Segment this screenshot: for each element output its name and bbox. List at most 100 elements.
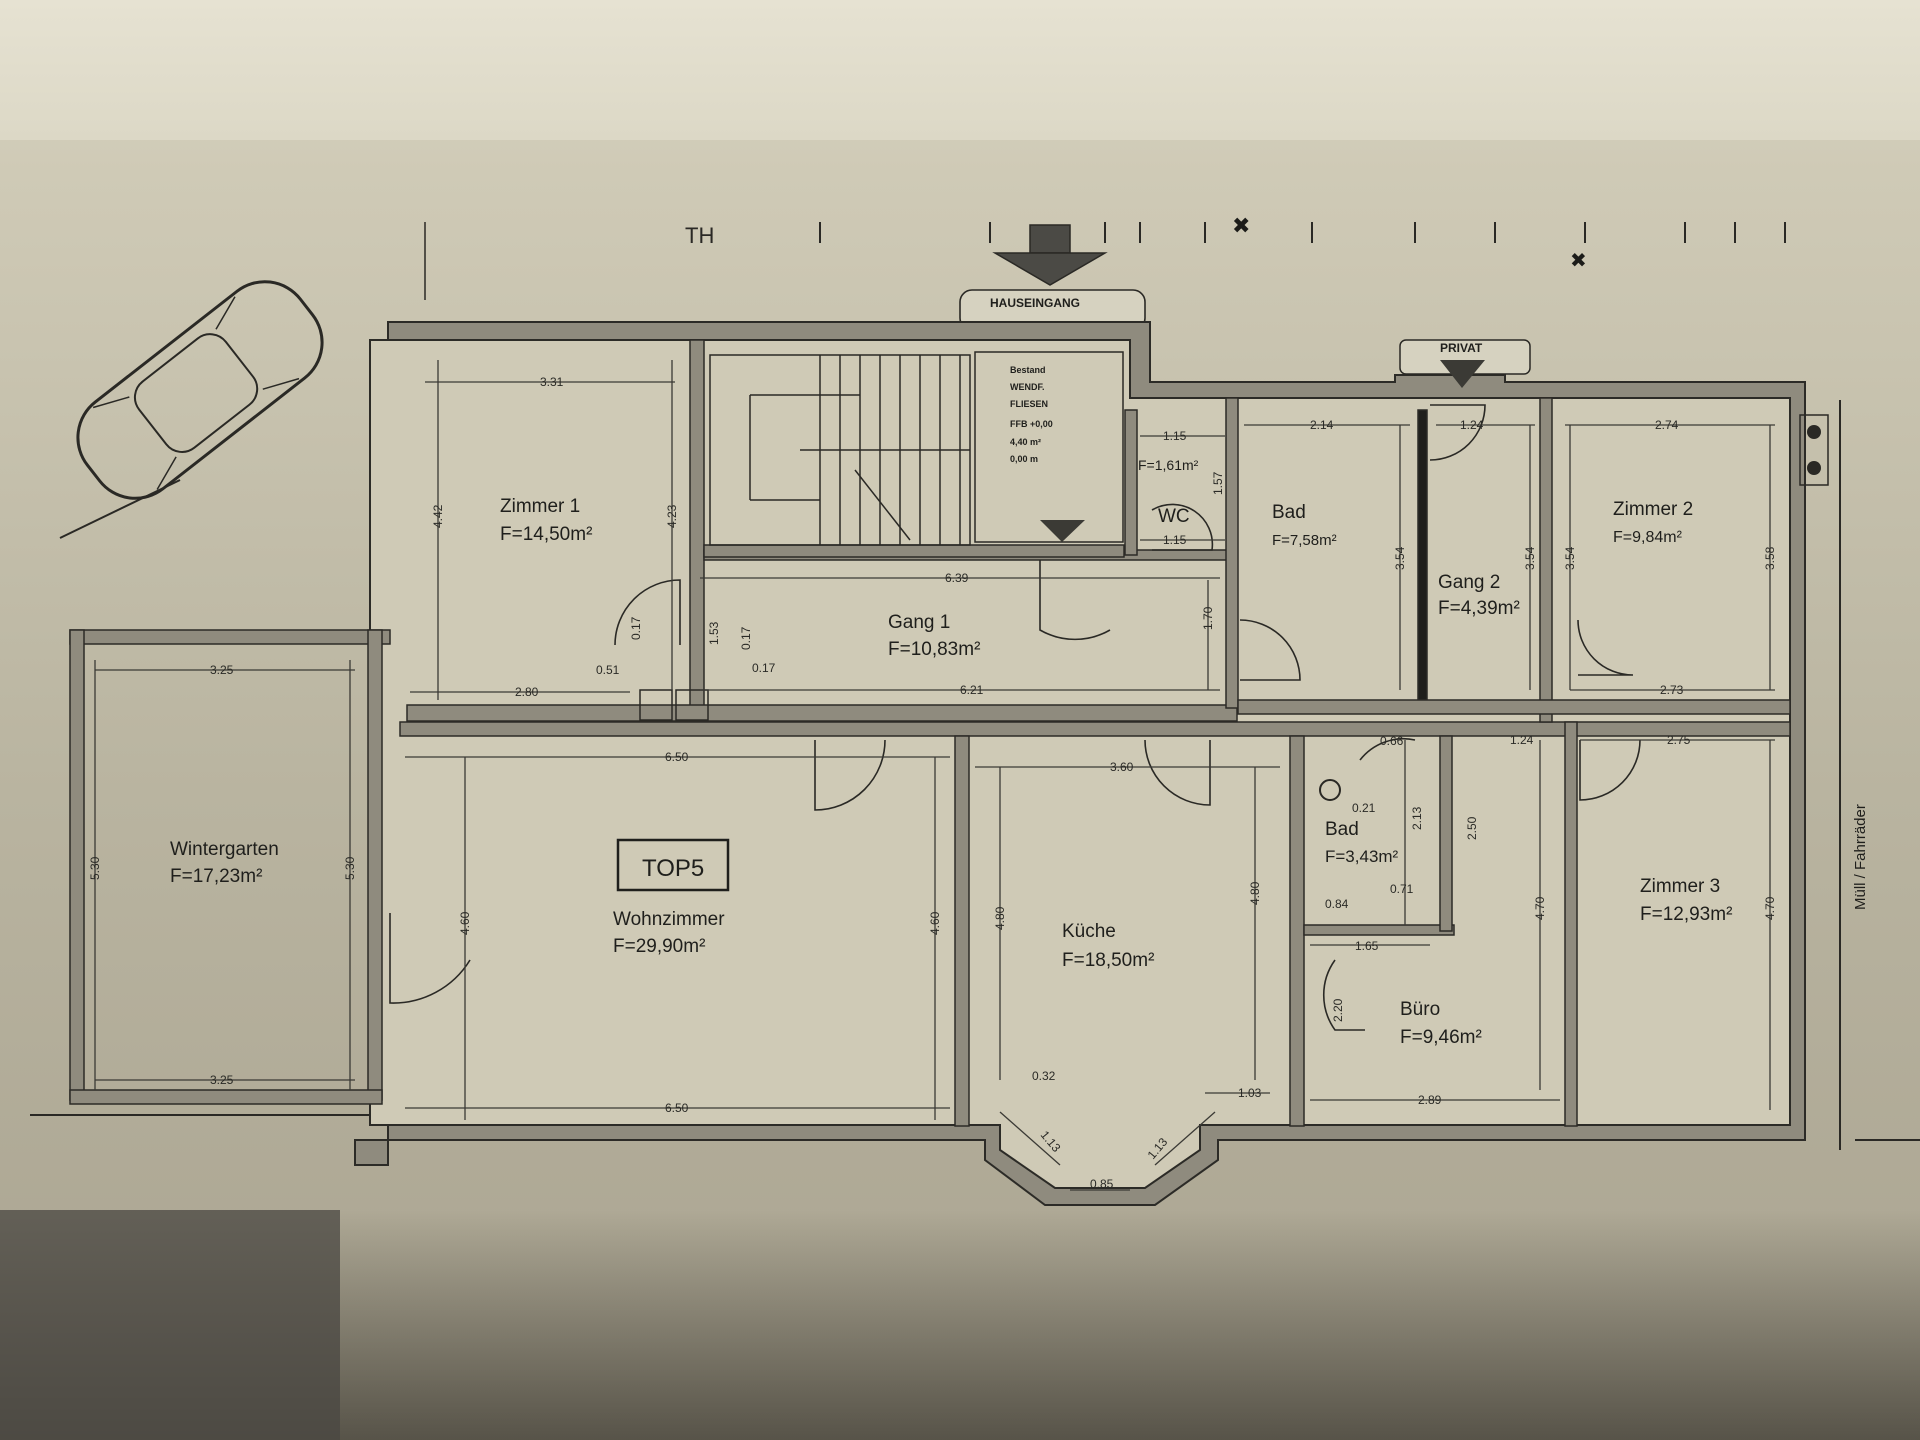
room-name: Wohnzimmer (613, 909, 725, 930)
room-name: Küche (1062, 921, 1116, 942)
side-label: Müll / Fahrräder (1852, 804, 1869, 910)
dim-label: 1.70 (1201, 606, 1215, 630)
room-area: F=14,50m² (500, 524, 592, 545)
room-name: Büro (1400, 999, 1440, 1020)
car-icon (76, 280, 324, 500)
dim-label: 0.17 (752, 661, 776, 675)
room-area: F=3,43m² (1325, 847, 1399, 866)
dim-label: 1.57 (1211, 471, 1225, 495)
room-name: Bad (1272, 502, 1306, 523)
stair-info-line: 0,00 m (1010, 454, 1038, 464)
dim-label: 0.17 (739, 626, 753, 650)
dim-label: 3.54 (1563, 546, 1577, 570)
dim-label: 2.75 (1667, 733, 1691, 747)
stair-info-line: FLIESEN (1010, 399, 1048, 409)
room-area: F=9,46m² (1400, 1027, 1482, 1048)
dimension-labels: 3.31 4.42 4.23 2.80 6.39 6.21 1.70 1.15 … (88, 375, 1777, 1191)
dim-label: 3.58 (1763, 546, 1777, 570)
dim-label: 4.42 (431, 504, 445, 528)
dim-label: 5.30 (88, 856, 102, 880)
dim-label: 2.14 (1310, 418, 1334, 432)
axis-mark-label: TH (685, 223, 714, 248)
room-area: F=4,39m² (1438, 598, 1520, 619)
dim-label: 0.32 (1032, 1069, 1056, 1083)
dim-label: 4.23 (665, 504, 679, 528)
entrance-arrow-icon (992, 224, 1108, 286)
private-arrow-icon (1440, 360, 1485, 388)
room-area: F=10,83m² (888, 639, 980, 660)
stair-arrow-icon (1040, 520, 1085, 542)
stair-info-line: FFB +0,00 (1010, 419, 1053, 429)
survey-cross-icon: ✖ (1232, 213, 1250, 238)
room-name: Wintergarten (170, 839, 279, 860)
dim-label: 4.70 (1533, 896, 1547, 920)
photo-shadow (0, 1210, 340, 1440)
dim-label: 0.84 (1325, 897, 1349, 911)
room-area: F=9,84m² (1613, 529, 1683, 546)
socket-icon (1799, 414, 1829, 486)
stair-info-box (974, 351, 1124, 543)
room-name: Zimmer 2 (1613, 499, 1693, 520)
room-area: F=7,58m² (1272, 532, 1337, 549)
axis-ticks: TH ✖ ✖ (424, 213, 1786, 300)
dim-label: 3.25 (210, 1073, 234, 1087)
dimension-lines (94, 360, 1775, 1191)
stair-info-line: 4,40 m² (1010, 437, 1041, 447)
dim-label: 2.74 (1655, 418, 1679, 432)
dim-label: 0.21 (1352, 801, 1376, 815)
staircase (709, 354, 971, 546)
dim-label: 6.50 (665, 750, 689, 764)
dim-label: 0.85 (1090, 1177, 1114, 1191)
room-name: WC (1158, 506, 1190, 527)
room-area: F=29,90m² (613, 936, 705, 957)
drain-icon (1319, 779, 1341, 801)
dim-label: 2.13 (1410, 806, 1424, 830)
dim-label: 1.24 (1510, 733, 1534, 747)
room-name: Zimmer 1 (500, 496, 580, 517)
socket-icon (1807, 425, 1821, 439)
private-label: PRIVAT (1440, 341, 1483, 355)
doors (389, 404, 1641, 1031)
dim-label: 1.53 (707, 621, 721, 645)
dim-label: 6.50 (665, 1101, 689, 1115)
dim-label: 2.89 (1418, 1093, 1442, 1107)
room-name: Bad (1325, 819, 1359, 840)
room-name: Zimmer 3 (1640, 876, 1720, 897)
dim-label: 4.80 (993, 906, 1007, 930)
dim-label: 5.30 (343, 856, 357, 880)
dim-label: 3.31 (540, 375, 564, 389)
survey-cross-icon: ✖ (1570, 250, 1587, 272)
dim-label: 1.03 (1238, 1086, 1262, 1100)
room-area: F=18,50m² (1062, 950, 1154, 971)
unit-label-box (616, 838, 730, 892)
stair-info-line: Bestand (1010, 365, 1046, 375)
dim-label: 1.24 (1460, 418, 1484, 432)
dim-label: 1.65 (1355, 939, 1379, 953)
entrance-label: HAUSEINGANG (990, 296, 1080, 310)
dim-label: 3.54 (1523, 546, 1537, 570)
unit-label: TOP5 (642, 855, 704, 882)
room-name: Gang 1 (888, 612, 950, 633)
dim-label: 4.60 (928, 911, 942, 935)
dim-label: 0.71 (1390, 882, 1414, 896)
dim-label: 2.73 (1660, 683, 1684, 697)
dim-label: 4.70 (1763, 896, 1777, 920)
dim-label: 2.20 (1331, 998, 1345, 1022)
room-area: F=17,23m² (170, 866, 262, 887)
dim-label: 1.15 (1163, 533, 1187, 547)
room-name: Gang 2 (1438, 572, 1500, 593)
dim-label: 3.25 (210, 663, 234, 677)
sheet-top-edge (0, 0, 1920, 140)
dim-label: 4.60 (458, 911, 472, 935)
vent-shafts (639, 689, 1341, 801)
dim-label: 6.39 (945, 571, 969, 585)
socket-icon (1807, 461, 1821, 475)
dim-label: 2.50 (1465, 816, 1479, 840)
dim-label: 3.54 (1393, 546, 1407, 570)
dim-label: 1.15 (1163, 429, 1187, 443)
room-area: F=12,93m² (1640, 904, 1732, 925)
room-area: F=1,61m² (1138, 457, 1199, 473)
dim-label: 3.60 (1110, 760, 1134, 774)
interior-walls (69, 339, 1791, 1127)
